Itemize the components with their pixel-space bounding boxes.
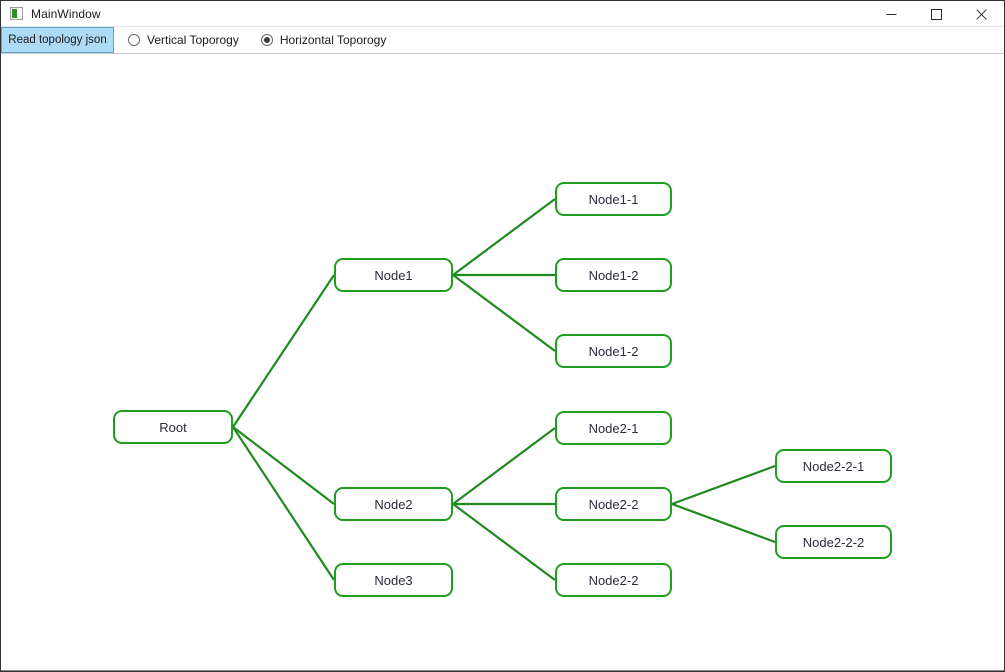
edge-node2-2a-to-node2-2-2	[671, 502, 776, 544]
graph-node-node2-2-1[interactable]: Node2-2-1	[775, 449, 892, 483]
radio-horizontal-label: Horizontal Toporogy	[279, 33, 387, 47]
graph-node-node1-1[interactable]: Node1-1	[555, 182, 672, 216]
graph-node-node2-1[interactable]: Node2-1	[555, 411, 672, 445]
toolbar: Read topology json Vertical Toporogy Hor…	[1, 27, 1004, 53]
edge-node2-to-node2-2b	[452, 503, 556, 581]
radio-circle-icon	[128, 34, 140, 46]
app-icon	[10, 7, 23, 20]
radio-horizontal-toporogy[interactable]: Horizontal Toporogy	[260, 33, 387, 47]
close-icon	[976, 8, 987, 20]
edge-root-to-node1	[232, 274, 335, 428]
graph-node-root[interactable]: Root	[113, 410, 233, 444]
title-bar: MainWindow	[1, 1, 1004, 27]
minimize-icon	[886, 13, 897, 15]
radio-vertical-toporogy[interactable]: Vertical Toporogy	[128, 33, 239, 47]
edge-layer	[232, 198, 776, 581]
graph-node-node1-2a[interactable]: Node1-2	[555, 258, 672, 292]
edge-root-to-node3	[232, 426, 335, 581]
radio-vertical-label: Vertical Toporogy	[147, 33, 239, 47]
close-button[interactable]	[959, 1, 1004, 27]
edge-node1-to-node1-2b	[452, 274, 556, 352]
graph-node-node2-2a[interactable]: Node2-2	[555, 487, 672, 521]
graph-node-node3[interactable]: Node3	[334, 563, 453, 597]
graph-node-node2-2b[interactable]: Node2-2	[555, 563, 672, 597]
window-title: MainWindow	[31, 6, 101, 21]
edge-root-to-node2	[232, 426, 335, 505]
radio-circle-filled-icon	[260, 34, 273, 46]
topology-orientation-radio-group: Vertical Toporogy Horizontal Toporogy	[128, 27, 386, 53]
graph-node-node2[interactable]: Node2	[334, 487, 453, 521]
minimize-button[interactable]	[869, 1, 914, 27]
read-topology-json-button[interactable]: Read topology json	[1, 27, 114, 53]
edge-node1-to-node1-1	[452, 198, 556, 276]
graph-node-node1[interactable]: Node1	[334, 258, 453, 292]
maximize-icon	[931, 8, 942, 20]
window-controls	[869, 1, 1004, 27]
graph-node-node1-2b[interactable]: Node1-2	[555, 334, 672, 368]
edge-node2-2a-to-node2-2-1	[671, 464, 776, 506]
graph-node-node2-2-2[interactable]: Node2-2-2	[775, 525, 892, 559]
edge-node2-to-node2-1	[452, 427, 556, 505]
maximize-button[interactable]	[914, 1, 959, 27]
